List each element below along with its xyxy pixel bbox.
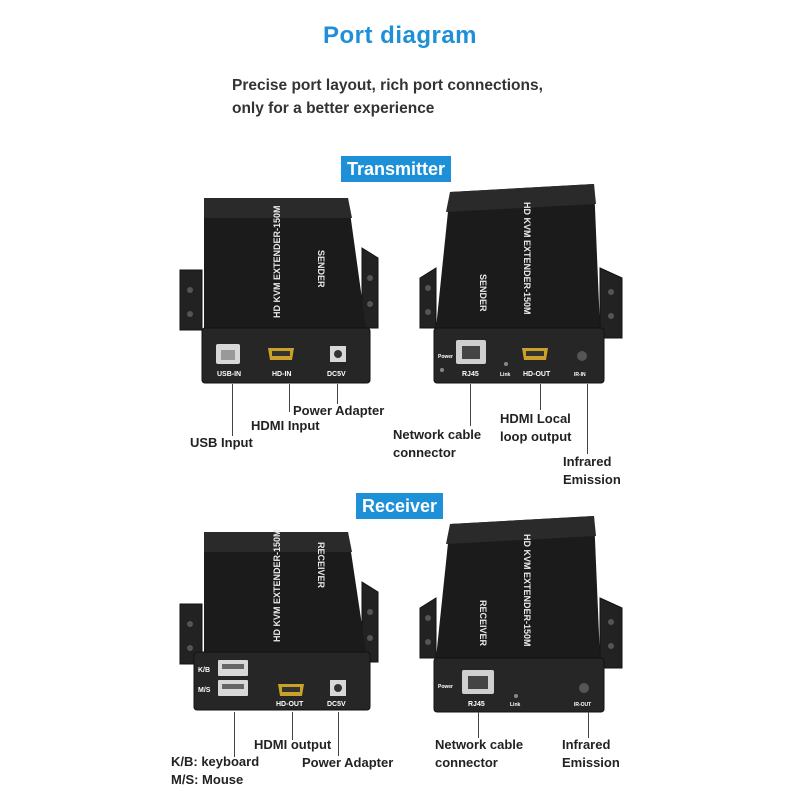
port-label-hd-out: HD-OUT: [523, 371, 551, 378]
annotation-infrared-rx-line2: Emission: [562, 755, 620, 770]
case-sender-text: SENDER: [316, 250, 326, 288]
leader-hdmi-in: [289, 384, 290, 412]
receiver-front-illustration: K/B M/S HD-OUT DC5V HD KVM EXTENDER-150M…: [179, 529, 379, 711]
port-label-kb: K/B: [198, 667, 210, 674]
port-label-link: Link: [510, 702, 520, 708]
annotation-hdmi-output: HDMI output: [254, 737, 332, 752]
annotation-hdmi-input: HDMI Input: [251, 418, 320, 433]
annotation-hdmi-local: HDMI Local loop output: [500, 410, 571, 446]
receiver-front-device: K/B M/S HD-OUT DC5V HD KVM EXTENDER-150M…: [172, 512, 382, 722]
case-receiver-text: RECEIVER: [478, 600, 488, 647]
annotation-network-rx-line2: connector: [435, 755, 498, 770]
leader-power: [337, 384, 338, 404]
case-model-text: HD KVM EXTENDER-150M: [522, 202, 532, 315]
annotation-infrared-rx: Infrared Emission: [562, 736, 620, 772]
leader-usb: [232, 384, 233, 436]
case-sender-text: SENDER: [478, 274, 488, 312]
annotation-hdmi-local-line2: loop output: [500, 429, 572, 444]
port-label-ms: M/S: [198, 687, 211, 694]
annotation-infrared-tx-line1: Infrared: [563, 454, 612, 469]
case-model-text: HD KVM EXTENDER-150M: [522, 534, 532, 647]
port-label-usb-in: USB-IN: [217, 371, 241, 378]
port-label-dc5v: DC5V: [327, 701, 346, 708]
port-label-hd-in: HD-IN: [272, 371, 291, 378]
page-subtitle: Precise port layout, rich port connectio…: [232, 74, 543, 120]
leader-infrared-rx: [588, 712, 589, 738]
receiver-back-illustration: Power RJ45 Link IR-OUT HD KVM EXTENDER-1…: [419, 516, 623, 713]
port-label-hd-out: HD-OUT: [276, 701, 304, 708]
annotation-network-rx-line1: Network cable: [435, 737, 524, 752]
port-label-dc5v: DC5V: [327, 371, 346, 378]
annotation-infrared-tx: Infrared Emission: [563, 453, 621, 489]
annotation-power-adapter-rx: Power Adapter: [302, 755, 394, 770]
leader-infrared-tx: [587, 384, 588, 454]
transmitter-front-device: USB-IN HD-IN DC5V HD KVM EXTENDER-150M S…: [172, 178, 382, 388]
subtitle-line-2: only for a better experience: [232, 100, 435, 117]
port-label-link: Link: [500, 372, 510, 378]
ir-out-port: [579, 683, 589, 693]
ir-in-port: [577, 351, 587, 361]
subtitle-line-1: Precise port layout, rich port connectio…: [232, 77, 543, 94]
port-label-rj45: RJ45: [462, 371, 479, 378]
leader-hdmi-output: [292, 712, 293, 740]
page-title: Port diagram: [322, 22, 478, 49]
annotation-infrared-rx-line1: Infrared: [562, 737, 611, 752]
annotation-network-rx: Network cable connector: [435, 736, 523, 772]
transmitter-back-device: Power RJ45 Link HD-OUT IR-IN HD KVM EXTE…: [418, 178, 628, 388]
leader-network-tx: [470, 384, 471, 426]
annotation-infrared-tx-line2: Emission: [563, 472, 621, 487]
case-model-text: HD KVM EXTENDER-150M: [272, 529, 282, 642]
transmitter-badge: Transmitter: [341, 156, 452, 182]
annotation-network-tx-line1: Network cable: [393, 427, 482, 442]
receiver-badge: Receiver: [356, 493, 444, 519]
leader-kb-ms: [234, 712, 235, 757]
port-label-power: Power: [438, 684, 453, 690]
port-label-ir-in: IR-IN: [574, 372, 586, 378]
annotation-kb-keyboard: K/B: keyboard: [171, 754, 260, 769]
transmitter-back-illustration: Power RJ45 Link HD-OUT IR-IN HD KVM EXTE…: [419, 184, 623, 384]
transmitter-front-illustration: USB-IN HD-IN DC5V HD KVM EXTENDER-150M S…: [179, 198, 379, 384]
port-label-rj45: RJ45: [468, 701, 485, 708]
port-label-power: Power: [438, 354, 453, 360]
receiver-back-device: Power RJ45 Link IR-OUT HD KVM EXTENDER-1…: [418, 512, 628, 722]
annotation-usb-input: USB Input: [190, 435, 253, 450]
case-receiver-text: RECEIVER: [316, 542, 326, 589]
annotation-network-tx: Network cable connector: [393, 426, 481, 462]
annotation-ms-mouse: M/S: Mouse: [171, 772, 244, 787]
annotation-hdmi-local-line1: HDMI Local: [500, 411, 571, 426]
port-label-ir-out: IR-OUT: [574, 702, 591, 708]
leader-hdmi-local: [540, 384, 541, 410]
annotation-power-adapter: Power Adapter: [293, 403, 385, 418]
leader-network-rx: [478, 712, 479, 738]
leader-power-rx: [338, 712, 339, 756]
case-model-text: HD KVM EXTENDER-150M: [272, 205, 282, 318]
annotation-network-tx-line2: connector: [393, 445, 456, 460]
